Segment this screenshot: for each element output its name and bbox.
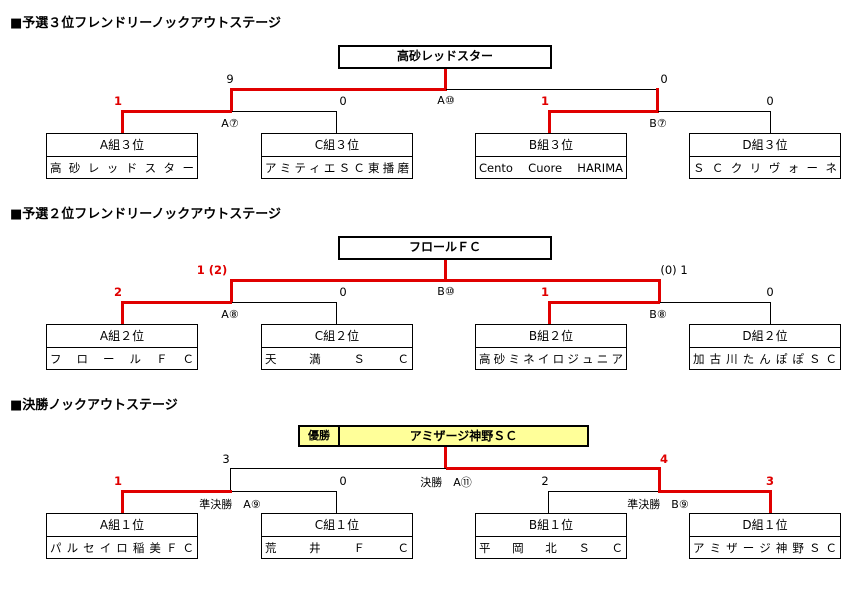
team-group: D組２位 <box>690 325 840 348</box>
team-group: C組２位 <box>262 325 412 348</box>
score-m2-left: 1 <box>540 285 550 299</box>
match-label-m1: 準決勝 A⑨ <box>199 498 261 511</box>
score-left-final: 1 (2) <box>196 263 228 277</box>
score-right-final: (0) 1 <box>660 263 688 277</box>
match-label-final: 決勝 A⑪ <box>420 476 472 489</box>
score-m1-right: 0 <box>339 285 347 299</box>
score-m1-left: 1 <box>113 94 123 108</box>
team-group: D組３位 <box>690 134 840 157</box>
score-m2-left: 1 <box>540 94 550 108</box>
score-m2-right: 0 <box>766 285 774 299</box>
match-label-m2: B⑦ <box>649 117 667 130</box>
winner-box: フロールＦＣ <box>338 236 552 260</box>
score-m1-right: 0 <box>339 474 347 488</box>
team-group: A組３位 <box>47 134 197 157</box>
team-box: A組３位 高砂レッドスター <box>46 133 198 179</box>
score-m2-right: 0 <box>766 94 774 108</box>
team-name: 高砂レッドスター <box>50 161 194 175</box>
winner-box: 高砂レッドスター <box>338 45 552 69</box>
team-group: D組１位 <box>690 514 840 537</box>
team-group: A組１位 <box>47 514 197 537</box>
champion-label: 優勝 <box>300 427 340 445</box>
team-group: A組２位 <box>47 325 197 348</box>
section-title: ■予選３位フレンドリーノックアウトステージ <box>10 16 281 31</box>
score-m2-right: 3 <box>765 474 775 488</box>
champion-box: 優勝 アミザージ神野ＳＣ <box>298 425 589 447</box>
section-title: ■決勝ノックアウトステージ <box>10 398 178 413</box>
match-label-final: A⑩ <box>437 94 455 107</box>
team-group: C組３位 <box>262 134 412 157</box>
team-group: B組１位 <box>476 514 626 537</box>
score-right-final: 0 <box>660 72 668 86</box>
score-m2-left: 2 <box>541 474 549 488</box>
score-left-final: 3 <box>222 452 230 466</box>
team-group: B組３位 <box>476 134 626 157</box>
match-label-m2: 準決勝 B⑨ <box>627 498 689 511</box>
champion-name: アミザージ神野ＳＣ <box>340 427 587 445</box>
team-group: C組１位 <box>262 514 412 537</box>
team-box: B組２位 高砂ミネイロジュニア <box>475 324 627 370</box>
match-label-final: B⑩ <box>437 285 455 298</box>
match-label-m1: A⑦ <box>221 117 239 130</box>
score-m1-right: 0 <box>339 94 347 108</box>
score-m1-left: 1 <box>113 474 123 488</box>
team-name: 高砂ミネイロジュニア <box>479 352 623 366</box>
team-group: B組２位 <box>476 325 626 348</box>
score-right-final: 4 <box>659 452 669 466</box>
score-m1-left: 2 <box>113 285 123 299</box>
section-title: ■予選２位フレンドリーノックアウトステージ <box>10 207 281 222</box>
score-left-final: 9 <box>226 72 234 86</box>
match-label-m2: B⑧ <box>649 308 667 321</box>
match-label-m1: A⑧ <box>221 308 239 321</box>
